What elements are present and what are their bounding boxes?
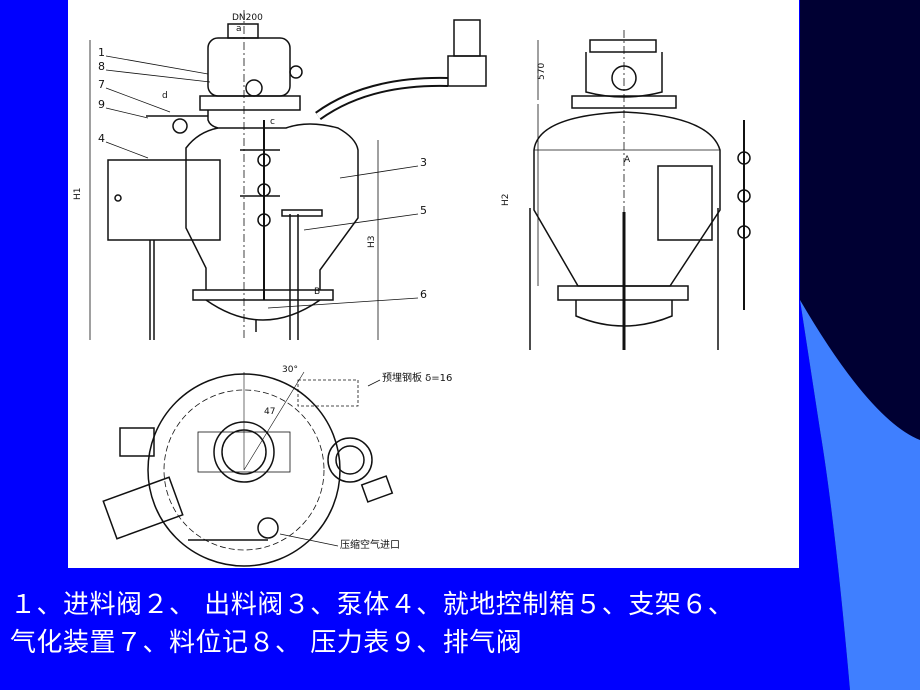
control-box-right <box>657 165 713 241</box>
leader-1 <box>105 55 209 75</box>
callout-6: 6 <box>420 288 427 301</box>
right-side-view: 570 H2 A <box>501 30 751 350</box>
callout-4: 4 <box>98 132 105 145</box>
support-bracket <box>281 209 323 217</box>
bottom-head <box>205 299 321 321</box>
plan-side-box <box>119 427 155 457</box>
callout-d: d <box>162 91 168 101</box>
leader-5 <box>303 213 419 231</box>
label-angle: 30° <box>282 365 298 375</box>
air-valve-right-3 <box>737 225 751 239</box>
leader-3 <box>339 165 419 179</box>
leader-8 <box>105 69 211 83</box>
leader-7 <box>105 87 171 113</box>
label-a: A <box>624 155 631 165</box>
label-47: 47 <box>264 407 275 417</box>
vessel-shell-right <box>207 110 359 290</box>
plan-inner-ring <box>163 389 325 551</box>
label-570: 570 <box>537 63 547 80</box>
manhole-right <box>611 65 637 91</box>
discharge-actuator <box>453 19 481 57</box>
caption: １、进料阀２、 出料阀３、泵体４、就地控制箱５、支架６、 气化装置７、料位记８、… <box>10 586 910 662</box>
control-box <box>107 159 221 241</box>
callout-8: 8 <box>98 60 105 73</box>
plan-discharge-valve <box>360 475 394 503</box>
plan-hose-coil-inner <box>335 445 365 475</box>
leader-6 <box>267 297 419 309</box>
plan-control-box <box>102 476 184 540</box>
diagram-panel: DN200 a <box>68 0 799 568</box>
plan-angle-lines <box>243 371 305 471</box>
air-valve-3 <box>257 213 271 227</box>
callout-1: 1 <box>98 46 105 59</box>
callout-c: c <box>270 117 275 127</box>
lower-flange <box>192 289 334 301</box>
top-nozzle-right <box>589 39 657 53</box>
leader-9 <box>105 107 149 119</box>
leader-plate <box>367 379 381 387</box>
air-manifold <box>240 149 280 197</box>
label-h3: H3 <box>367 236 377 249</box>
discharge-valve-body <box>447 55 487 87</box>
upper-flange-right <box>571 95 677 109</box>
label-h2: H2 <box>501 194 511 207</box>
valve-disc <box>245 79 263 97</box>
pressure-gauge <box>172 118 188 134</box>
callout-9: 9 <box>98 98 105 111</box>
plan-embedded-plate <box>297 379 359 407</box>
callout-3: 3 <box>420 156 427 169</box>
plan-hose-coil <box>327 437 373 483</box>
sight-port <box>289 65 303 79</box>
label-top-size: DN200 <box>232 13 263 23</box>
vessel-right <box>533 111 721 287</box>
plan-air-inlet-valve <box>257 517 279 539</box>
air-valve-right-1 <box>737 151 751 165</box>
callout-5: 5 <box>420 204 427 217</box>
light-band <box>800 300 920 690</box>
air-valve-1 <box>257 153 271 167</box>
note-air-inlet: 压缩空气进口 <box>340 538 400 551</box>
feed-valve-chamber <box>207 37 291 97</box>
air-valve-right-2 <box>737 189 751 203</box>
pump-diagram: DN200 a <box>73 10 751 567</box>
upper-chamber-right <box>585 52 663 98</box>
leader-air-inlet <box>279 533 339 547</box>
callout-7: 7 <box>98 78 105 91</box>
upper-flange <box>199 95 301 111</box>
inlet-nozzle <box>227 23 259 39</box>
caption-line-2: 气化装置７、料位记８、 压力表９、排气阀 <box>10 628 523 658</box>
box-lock <box>114 194 122 202</box>
label-top-a: a <box>236 24 242 34</box>
leader-4 <box>105 141 149 159</box>
label-h1: H1 <box>73 188 83 201</box>
callout-b: B <box>314 287 320 297</box>
left-elevation-view: DN200 a <box>73 10 487 340</box>
note-embedded-plate: 预埋钢板 δ=16 <box>382 371 452 384</box>
caption-line-1: １、进料阀２、 出料阀３、泵体４、就地控制箱５、支架６、 <box>10 590 735 620</box>
plan-view: 30° 47 预埋钢板 δ=16 压缩空气进口 <box>102 365 452 567</box>
discharge-hose-inner <box>316 78 449 119</box>
vessel-shell-left <box>185 127 219 290</box>
